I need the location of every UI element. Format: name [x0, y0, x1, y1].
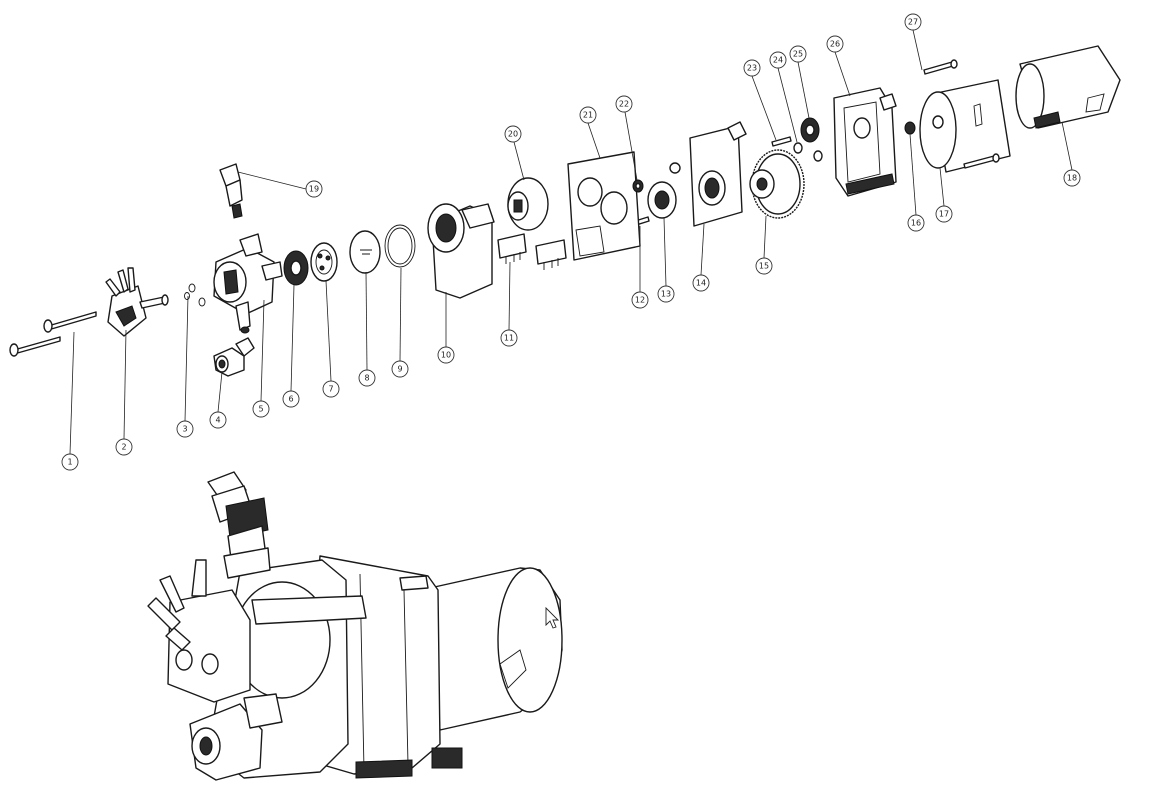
- svg-text:13: 13: [661, 290, 671, 299]
- callout-5: 5: [252, 400, 270, 418]
- callout-16: 16: [907, 214, 925, 232]
- part-14-bearing-plate: [689, 121, 747, 227]
- part-2-manifold: [105, 267, 169, 337]
- svg-text:17: 17: [939, 210, 949, 219]
- svg-text:25: 25: [793, 50, 803, 59]
- part-17-motor: [919, 79, 1011, 173]
- part-13-eccentric: [647, 162, 681, 219]
- part-26-motor-mount: [833, 87, 897, 197]
- part-5-pump-head: [213, 233, 283, 334]
- callout-19: 19: [305, 180, 323, 198]
- callout-1: 1: [61, 453, 79, 471]
- callout-2: 2: [115, 438, 133, 456]
- svg-text:1: 1: [67, 458, 72, 467]
- assembled-pump: [147, 471, 563, 781]
- callout-6: 6: [282, 390, 300, 408]
- part-7-diaphragm-carrier: [310, 242, 338, 282]
- callout-12: 12: [631, 291, 649, 309]
- part-22-nut: [632, 179, 644, 193]
- part-27-motor-screws: [923, 59, 1000, 169]
- callout-8: 8: [358, 369, 376, 387]
- part-20-cam-gear: [507, 177, 549, 231]
- svg-text:2: 2: [121, 443, 126, 452]
- callout-11: 11: [500, 329, 518, 347]
- svg-text:22: 22: [619, 100, 629, 109]
- part-3-o-rings: [184, 283, 206, 307]
- svg-text:18: 18: [1067, 174, 1077, 183]
- part-21-gearbox: [567, 151, 641, 261]
- callouts: 1 2 3 4 5 6 7 8 9 10 11 12 13 14 15 16 1…: [61, 13, 1081, 471]
- part-10-housing: [427, 203, 495, 299]
- callout-25: 25: [789, 45, 807, 63]
- callout-23: 23: [743, 59, 761, 77]
- svg-text:27: 27: [908, 18, 918, 27]
- part-1-bolts: [9, 311, 97, 357]
- svg-text:4: 4: [215, 416, 220, 425]
- svg-text:19: 19: [309, 185, 319, 194]
- part-24-bushing: [793, 142, 823, 162]
- callout-24: 24: [769, 51, 787, 69]
- part-23-shaft-pin: [771, 136, 792, 147]
- callout-7: 7: [322, 380, 340, 398]
- callout-3: 3: [176, 420, 194, 438]
- callout-17: 17: [935, 205, 953, 223]
- callout-26: 26: [826, 35, 844, 53]
- part-15-main-gear: [749, 149, 805, 219]
- callout-14: 14: [692, 274, 710, 292]
- svg-text:23: 23: [747, 64, 757, 73]
- svg-text:8: 8: [364, 374, 369, 383]
- part-18-motor-cover: [1015, 45, 1121, 129]
- callout-9: 9: [391, 360, 409, 378]
- part-16-coupling: [904, 121, 916, 135]
- svg-text:7: 7: [328, 385, 333, 394]
- leader-lines: [69, 29, 1073, 455]
- callout-21: 21: [579, 106, 597, 124]
- exploded-parts: [9, 45, 1121, 377]
- callout-18: 18: [1063, 169, 1081, 187]
- svg-text:6: 6: [288, 395, 293, 404]
- callout-4: 4: [209, 411, 227, 429]
- svg-text:5: 5: [258, 405, 263, 414]
- callout-27: 27: [904, 13, 922, 31]
- svg-text:16: 16: [911, 219, 921, 228]
- callout-13: 13: [657, 285, 675, 303]
- callout-15: 15: [755, 257, 773, 275]
- mouse-pointer-icon: [545, 606, 560, 629]
- part-19-pressure-switch: [219, 163, 243, 219]
- svg-text:20: 20: [508, 130, 518, 139]
- svg-text:24: 24: [773, 56, 783, 65]
- svg-text:12: 12: [635, 296, 645, 305]
- part-6-valve-plate: [283, 250, 309, 286]
- part-11-switches: [497, 233, 567, 270]
- part-9-gasket-ring: [384, 224, 416, 268]
- part-25-pinion-gear: [800, 117, 820, 143]
- part-4-elbow-fitting: [213, 337, 255, 377]
- svg-text:10: 10: [441, 351, 451, 360]
- svg-text:21: 21: [583, 111, 593, 120]
- svg-text:9: 9: [397, 365, 402, 374]
- svg-text:15: 15: [759, 262, 769, 271]
- svg-text:26: 26: [830, 40, 840, 49]
- svg-text:3: 3: [182, 425, 187, 434]
- part-8-diaphragm: [349, 230, 381, 274]
- callout-22: 22: [615, 95, 633, 113]
- svg-text:11: 11: [504, 334, 514, 343]
- callout-10: 10: [437, 346, 455, 364]
- svg-text:14: 14: [696, 279, 706, 288]
- callout-20: 20: [504, 125, 522, 143]
